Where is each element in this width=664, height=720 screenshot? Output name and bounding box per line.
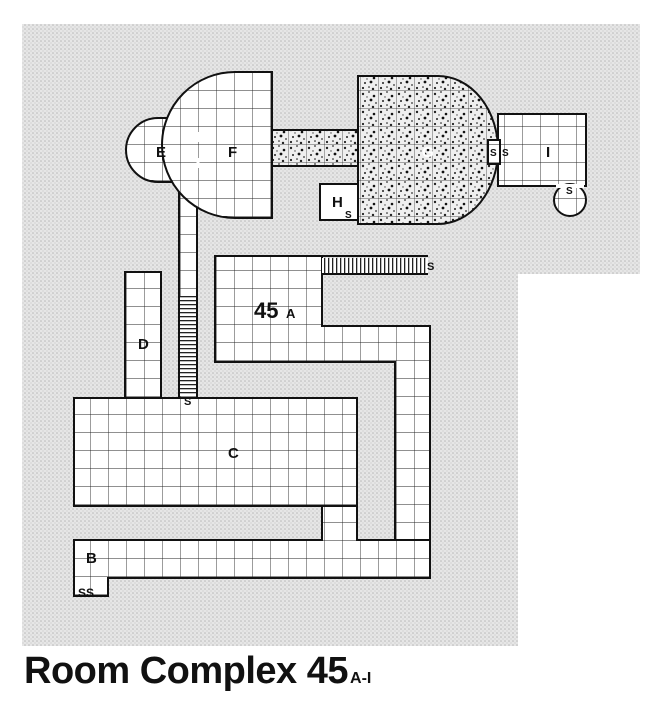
label-room-d: D <box>138 336 149 353</box>
room-d <box>124 271 162 399</box>
room-f <box>161 71 273 219</box>
stairs-vertical <box>180 296 196 396</box>
secret-door-4: S <box>490 148 497 159</box>
label-room-45-suffix: A <box>286 306 296 321</box>
secret-door-5: S <box>502 148 509 159</box>
label-room-i: I <box>546 144 550 161</box>
secret-door-6: S <box>566 186 573 197</box>
secret-door-7: SS <box>78 586 94 600</box>
secret-door-3: S <box>345 210 352 221</box>
label-room-f: F <box>228 144 237 161</box>
corridor-f-to-g <box>271 129 359 167</box>
label-room-g: G <box>422 144 434 161</box>
secret-door-1: S <box>184 396 191 408</box>
room-c <box>73 397 358 507</box>
caption-suffix: A-I <box>350 670 372 687</box>
label-room-e: E <box>156 144 166 161</box>
stairs-outline <box>322 255 428 275</box>
label-room-h: H <box>332 194 343 211</box>
corridor-g-to-i <box>487 139 501 165</box>
room-h <box>319 183 359 221</box>
label-room-c: C <box>228 445 239 462</box>
label-room-b: B <box>86 550 97 567</box>
secret-door-2: S <box>427 261 434 273</box>
caption-title: Room Complex 45 <box>24 650 349 692</box>
corridor-b <box>73 505 431 597</box>
label-room-45: 45 <box>254 298 278 323</box>
room-i <box>497 113 587 187</box>
stairs-horizontal <box>322 258 428 274</box>
